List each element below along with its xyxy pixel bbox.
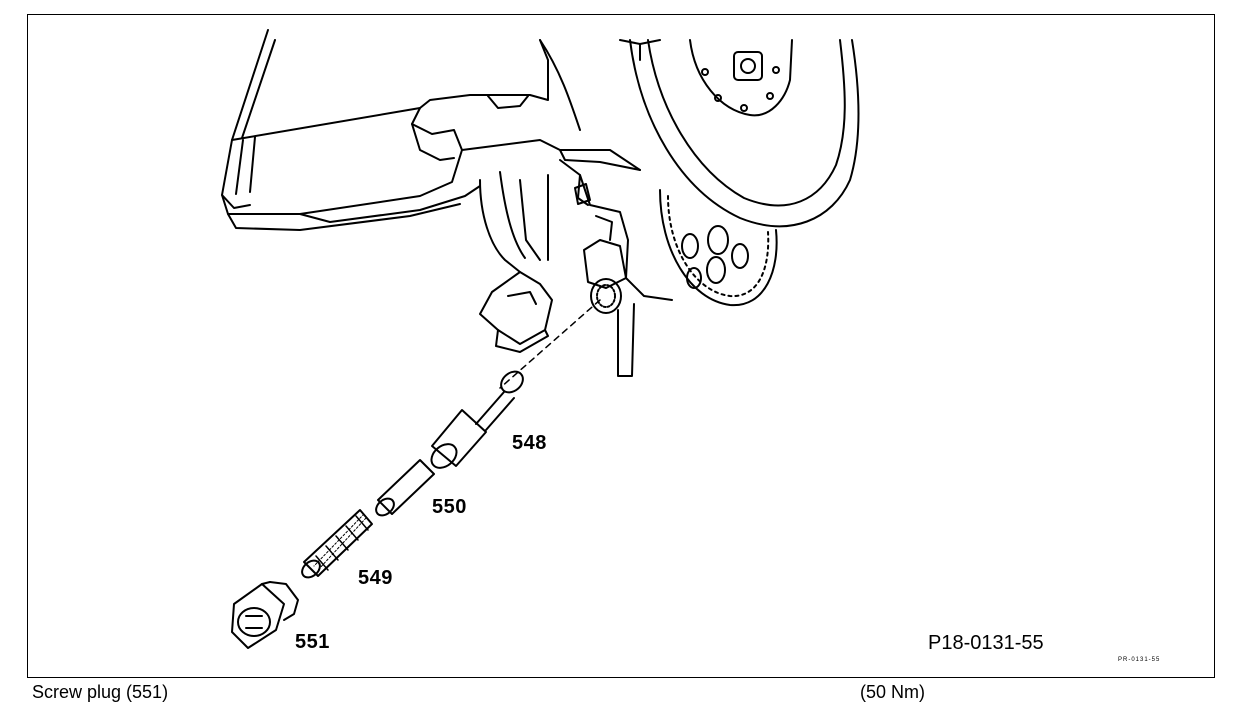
part-548-plunger — [430, 370, 524, 469]
engine-block — [221, 29, 661, 231]
callout-549: 549 — [358, 567, 393, 589]
caption-left: Screw plug (551) — [32, 682, 169, 702]
timing-sprocket — [659, 189, 778, 307]
small-code: PR-0131-55 — [1118, 657, 1161, 663]
callout-551: 551 — [295, 631, 330, 653]
part-550-sleeve — [375, 459, 435, 517]
figure-frame — [27, 14, 1215, 678]
callout-550: 550 — [432, 496, 467, 518]
part-551-screw-plug — [231, 581, 299, 649]
assembly-axis — [499, 299, 601, 389]
tensioner-housing — [559, 159, 673, 377]
figure-id: P18-0131-55 — [928, 632, 1044, 654]
caption-right: (50 Nm) — [860, 682, 926, 702]
part-549-spring — [301, 509, 373, 579]
callout-548: 548 — [512, 432, 547, 454]
engine-mount — [479, 171, 553, 353]
flywheel — [629, 39, 860, 228]
